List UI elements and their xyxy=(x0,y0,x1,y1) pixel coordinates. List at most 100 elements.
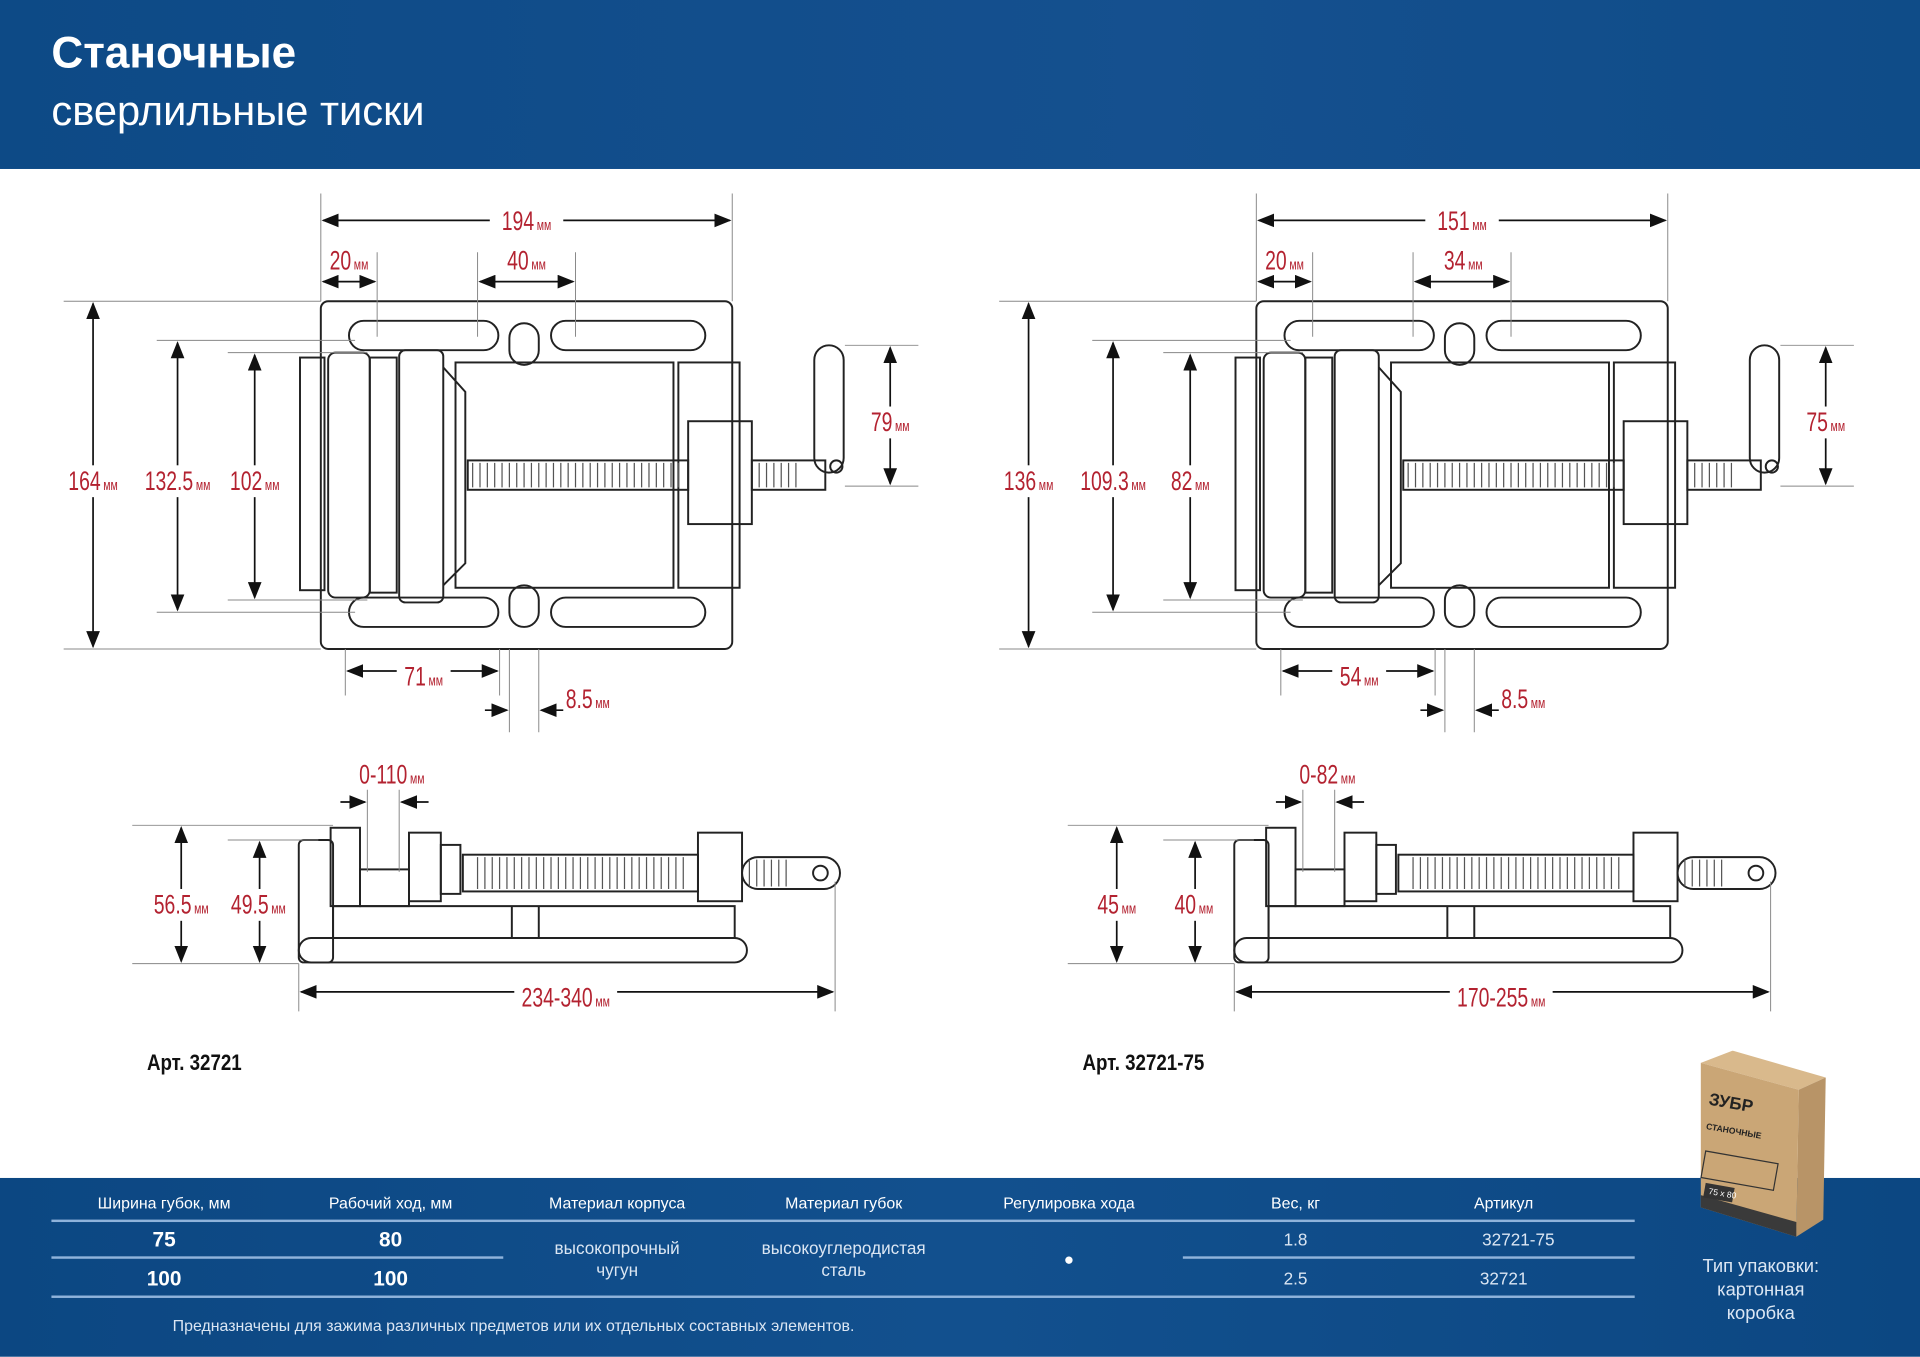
dim-value: 34 xyxy=(1444,245,1466,275)
col-header-travel: Рабочий ход, мм xyxy=(328,1193,453,1213)
unit-label: мм xyxy=(537,216,552,233)
dim-value: 71 xyxy=(404,662,426,692)
col-header-adjust: Регулировка хода xyxy=(1003,1193,1135,1213)
dim-value: 79 xyxy=(871,407,893,437)
unit-label: мм xyxy=(1364,672,1379,689)
row1-weight: 1.8 xyxy=(1283,1229,1308,1249)
dim-value: 49.5 xyxy=(231,889,269,919)
unit-label: мм xyxy=(1468,256,1483,273)
dim-value: 20 xyxy=(1265,245,1287,275)
dim-value: 151 xyxy=(1437,206,1469,236)
unit-label: мм xyxy=(1199,900,1214,917)
row2-article: 32721 xyxy=(1479,1268,1528,1289)
specs-table: Ширина губок, мм Рабочий ход, мм Материа… xyxy=(0,1177,1920,1357)
unit-label: мм xyxy=(1131,476,1146,493)
divider xyxy=(51,1256,504,1259)
col-header-article: Артикул xyxy=(1473,1193,1534,1213)
row1-article: 32721-75 xyxy=(1482,1229,1555,1249)
unit-label: мм xyxy=(429,672,444,689)
label-backgrounds xyxy=(994,205,1853,1014)
unit-label: мм xyxy=(410,770,425,787)
unit-label: мм xyxy=(196,476,211,493)
dim-value: 170-255 xyxy=(1457,982,1528,1012)
row1-travel: 80 xyxy=(379,1228,403,1252)
box-size-label: 75 x 80 xyxy=(1708,1186,1738,1201)
unit-label: мм xyxy=(595,993,610,1010)
unit-label: мм xyxy=(1831,417,1846,434)
unit-label: мм xyxy=(1122,900,1137,917)
dim-value: 0-82 xyxy=(1299,760,1338,790)
unit-label: мм xyxy=(354,256,369,273)
dim-value: 8.5 xyxy=(1501,684,1528,714)
unit-label: мм xyxy=(103,476,118,493)
dim-value: 194 xyxy=(502,206,534,236)
dim-value: 75 xyxy=(1806,407,1828,437)
footnote: Предназначены для зажима различных предм… xyxy=(172,1316,855,1335)
article-label-32721: Арт. 32721 xyxy=(146,1050,242,1076)
dim-value: 45 xyxy=(1097,889,1119,919)
package-type-value: картонная коробка xyxy=(1717,1279,1805,1324)
unit-label: мм xyxy=(895,417,910,434)
article-label-32721-75: Арт. 32721-75 xyxy=(1082,1050,1205,1076)
dim-value: 82 xyxy=(1171,466,1193,496)
dim-value: 8.5 xyxy=(566,684,593,714)
jaw-material-line1: высокоуглеродистая xyxy=(761,1237,926,1258)
package-caption: Тип упаковки: картонная коробка xyxy=(1681,1255,1840,1325)
unit-label: мм xyxy=(595,694,610,711)
top-view-32721 xyxy=(64,193,919,732)
page-title: Станочные xyxy=(51,26,297,78)
dim-value: 56.5 xyxy=(154,889,192,919)
dim-value: 234-340 xyxy=(522,982,593,1012)
dim-value: 102 xyxy=(230,466,262,496)
dim-value: 132.5 xyxy=(145,466,194,496)
unit-label: мм xyxy=(1341,770,1356,787)
adjust-indicator: ● xyxy=(1063,1248,1075,1269)
dim-value: 40 xyxy=(507,245,529,275)
unit-label: мм xyxy=(1289,256,1304,273)
header-banner: Станочные сверлильные тиски xyxy=(0,0,1920,169)
page-subtitle: сверлильные тиски xyxy=(51,88,425,135)
jaw-material-line2: сталь xyxy=(821,1260,867,1280)
body-material-line1: высокопрочный xyxy=(554,1237,680,1258)
col-header-body-material: Материал корпуса xyxy=(549,1193,686,1213)
unit-label: мм xyxy=(271,900,286,917)
dim-value: 40 xyxy=(1174,889,1196,919)
package-box-image: ЗУБР СТАНОЧНЫЕ 75 x 80 xyxy=(1700,1050,1826,1237)
unit-label: мм xyxy=(531,256,546,273)
unit-label: мм xyxy=(194,900,209,917)
divider xyxy=(51,1219,1635,1223)
divider xyxy=(1182,1256,1635,1259)
dim-value: 164 xyxy=(68,466,100,496)
dim-value: 0-110 xyxy=(359,760,407,790)
dim-value: 136 xyxy=(1004,466,1036,496)
unit-label: мм xyxy=(265,476,280,493)
unit-label: мм xyxy=(1472,216,1487,233)
unit-label: мм xyxy=(1531,993,1546,1010)
row1-width: 75 xyxy=(152,1228,176,1252)
